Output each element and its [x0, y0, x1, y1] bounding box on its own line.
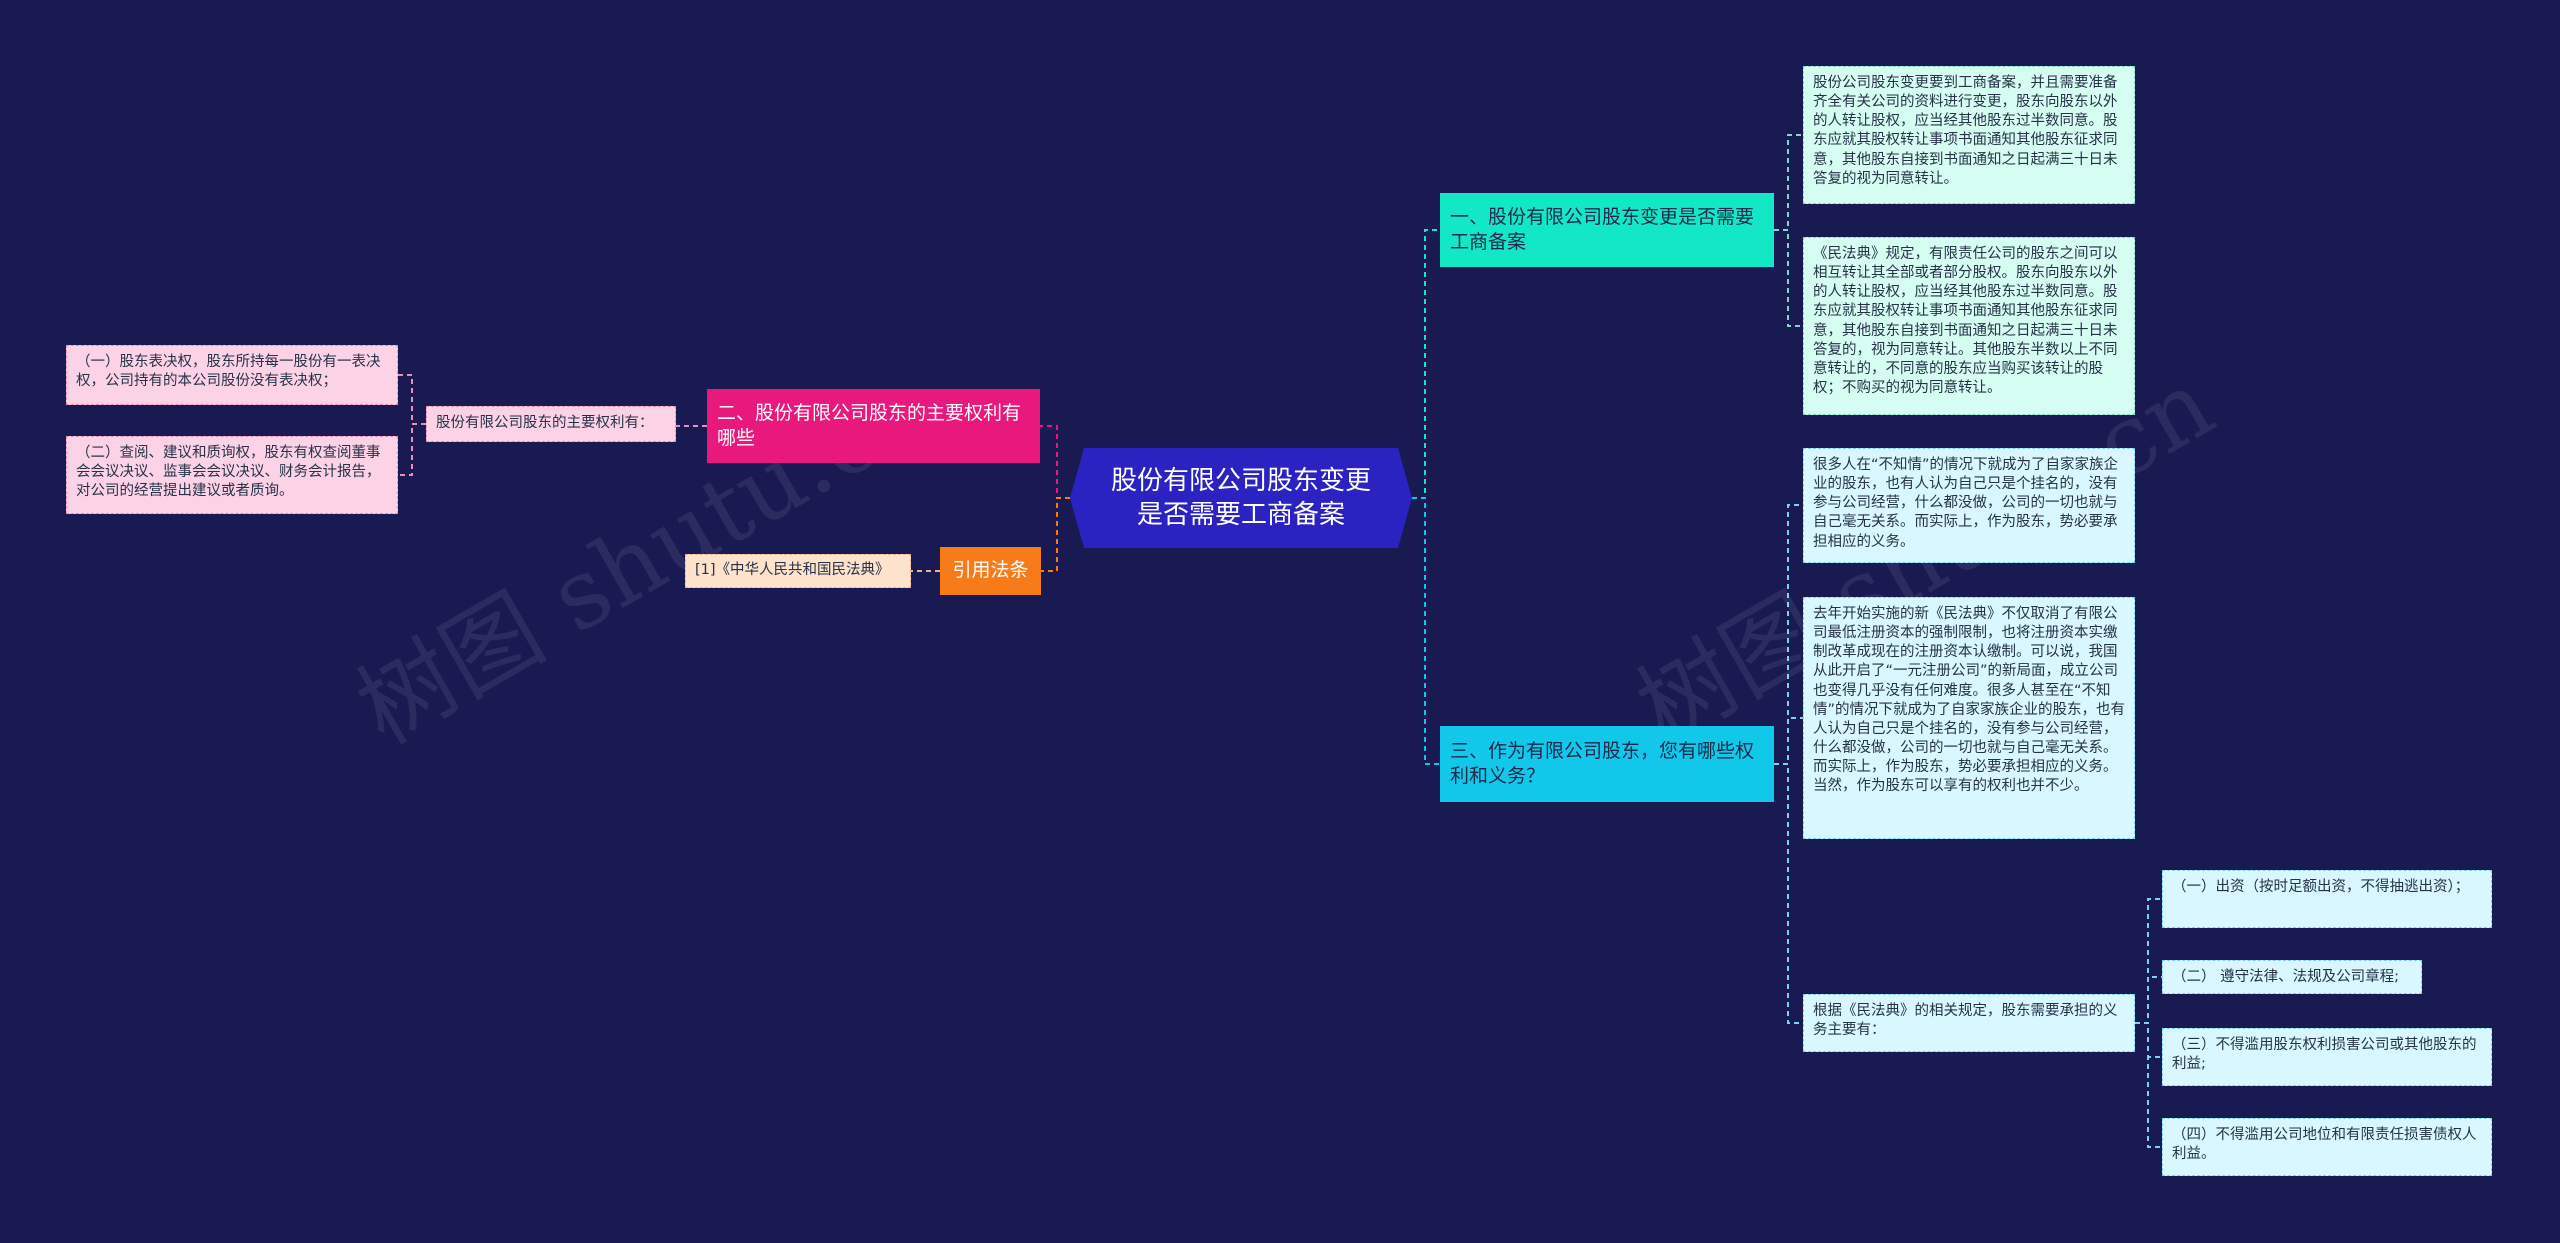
citation-node[interactable]: [1]《中华人民共和国民法典》	[685, 554, 911, 588]
leaf-node[interactable]: 《民法典》规定，有限责任公司的股东之间可以相互转让其全部或者部分股权。股东向股东…	[1803, 237, 2135, 415]
edge-b1-l1	[1774, 134, 1803, 231]
edge-p0-p1	[398, 374, 426, 425]
leaf-node[interactable]: 股份有限公司股东的主要权利有：	[426, 406, 676, 442]
edge-l5-s2	[2135, 976, 2162, 1024]
branch-node-3[interactable]: 三、作为有限公司股东，您有哪些权利和义务？	[1440, 726, 1774, 802]
sub-leaf-node[interactable]: （二） 遵守法律、法规及公司章程;	[2162, 960, 2422, 994]
edge-l5-s4	[2135, 1022, 2162, 1148]
leaf-node[interactable]: 股份公司股东变更要到工商备案，并且需要准备齐全有关公司的资料进行变更，股东向股东…	[1803, 66, 2135, 204]
sub-leaf-node[interactable]: （二）查阅、建议和质询权，股东有权查阅董事会会议决议、监事会会议决议、财务会计报…	[66, 436, 398, 514]
edge-center-b1	[1412, 229, 1440, 499]
branch-node-2[interactable]: 二、股份有限公司股东的主要权利有哪些	[707, 389, 1040, 463]
edge-b3-l5	[1774, 763, 1803, 1024]
branch-node-1[interactable]: 一、股份有限公司股东变更是否需要工商备案	[1440, 193, 1774, 267]
center-topic[interactable]: 股份有限公司股东变更是否需要工商备案	[1070, 448, 1412, 548]
edge-center-b3	[1412, 497, 1440, 765]
leaf-node[interactable]: 根据《民法典》的相关规定，股东需要承担的义务主要有：	[1803, 994, 2135, 1052]
edge-b3-l4	[1774, 717, 1803, 765]
branch-label: 三、作为有限公司股东，您有哪些权利和义务？	[1450, 739, 1755, 787]
branch-label: 引用法条	[952, 559, 1029, 582]
edge-center-b2	[1040, 425, 1070, 499]
edge-l5-s1	[2135, 898, 2162, 1024]
edge-b1-l2	[1774, 229, 1803, 327]
branch-label: 二、股份有限公司股东的主要权利有哪些	[717, 401, 1022, 449]
sub-leaf-node[interactable]: （四）不得滥用公司地位和有限责任损害债权人利益。	[2162, 1118, 2492, 1176]
branch-node-citations[interactable]: 引用法条	[940, 547, 1041, 595]
sub-leaf-node[interactable]: （一）出资（按时足额出资，不得抽逃出资）；	[2162, 870, 2492, 928]
leaf-node[interactable]: 去年开始实施的新《民法典》不仅取消了有限公司最低注册资本的强制限制，也将注册资本…	[1803, 597, 2135, 839]
sub-leaf-node[interactable]: （一）股东表决权，股东所持每一股份有一表决权，公司持有的本公司股份没有表决权；	[66, 345, 398, 405]
branch-label: 一、股份有限公司股东变更是否需要工商备案	[1450, 205, 1755, 253]
center-topic-label: 股份有限公司股东变更是否需要工商备案	[1110, 465, 1371, 530]
edge-p0-p2	[398, 423, 426, 476]
sub-leaf-node[interactable]: （三）不得滥用股东权利损害公司或其他股东的利益;	[2162, 1028, 2492, 1086]
edge-b3-l3	[1774, 504, 1803, 765]
leaf-node[interactable]: 很多人在“不知情”的情况下就成为了自家家族企业的股东，也有人认为自己只是个挂名的…	[1803, 448, 2135, 563]
edge-center-b4	[1041, 497, 1070, 572]
